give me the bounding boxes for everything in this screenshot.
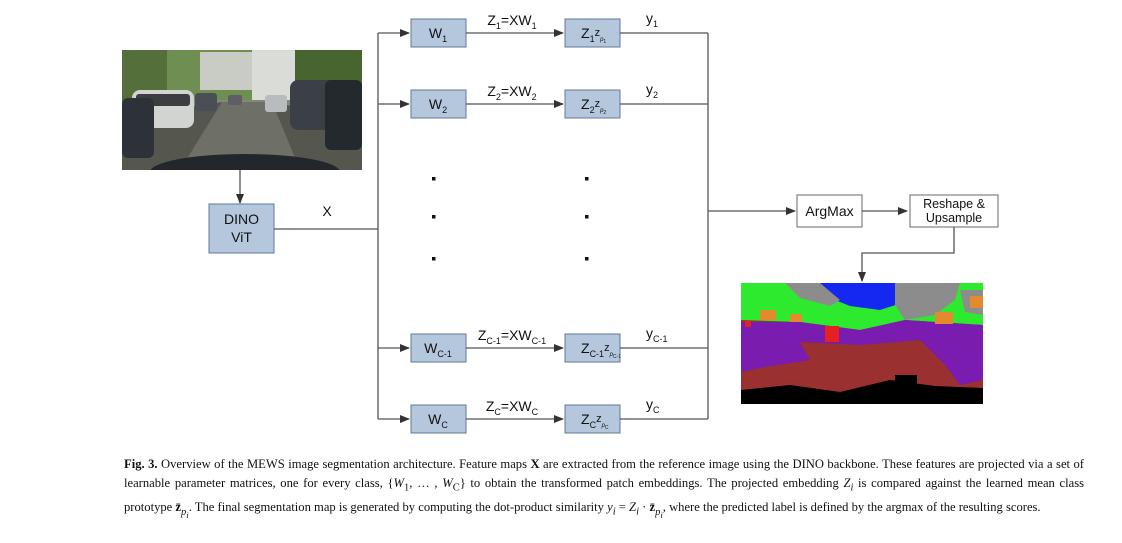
caption-eq-zbar-subsub: i <box>660 509 663 520</box>
projection-equation: ZC-1=XWC-1 <box>478 327 546 346</box>
caption-text: are extracted from the reference image u… <box>124 457 1084 491</box>
caption-eq-y: y <box>607 500 613 515</box>
projection-w-label: W1 <box>429 25 447 44</box>
caption-text: Overview of the MEWS image segmentation … <box>157 457 531 471</box>
similarity-z-label: ZC-1zpC-1 <box>581 340 621 360</box>
caption-eq-zbar-sub: p <box>655 506 661 518</box>
features-x-label: X <box>322 203 332 219</box>
caption-eq-y-sub: i <box>612 506 616 518</box>
caption-eq-zbar: z̄ <box>649 500 656 515</box>
projection-w-label: WC-1 <box>424 340 452 359</box>
figure-label: Fig. 3. <box>124 457 158 471</box>
similarity-z-label: Z1zp1 <box>581 25 606 45</box>
caption-wc: W <box>442 476 453 491</box>
score-y-label: y1 <box>646 10 658 29</box>
caption-text: is compared against the learned mean cla… <box>124 476 1084 515</box>
similarity-z-label: Z2zp2 <box>581 96 606 116</box>
caption-zbar-sub: p <box>181 506 187 518</box>
similarity-z-block <box>564 333 621 363</box>
caption-eq-z-sub: i <box>636 506 639 518</box>
similarity-z-block <box>564 18 621 48</box>
projection-equation: Z1=XW1 <box>487 12 536 31</box>
caption-eq-equals: = <box>615 500 630 515</box>
caption-zi: Z <box>843 476 851 491</box>
similarity-z-block <box>564 404 621 434</box>
caption-argmax: argmax <box>885 500 924 515</box>
dino-label: DINO <box>224 211 259 227</box>
caption-zi-sub: i <box>850 482 854 494</box>
caption-eq-z: Z <box>629 500 637 515</box>
to-segmentation-arrow <box>858 227 955 282</box>
class-branch-row: WC ZC=XWC ZCzpC yC <box>378 396 708 434</box>
projection-w-block <box>410 89 467 119</box>
figure-caption: Fig. 3. Overview of the MEWS image segme… <box>124 455 1084 525</box>
projection-equation: ZC=XWC <box>486 398 539 417</box>
caption-text: } to obtain the transformed patch embedd… <box>459 476 844 491</box>
caption-w1: W <box>393 476 405 491</box>
caption-w1-sub: 1 <box>404 482 410 494</box>
caption-zbar: z̄ <box>175 500 182 515</box>
similarity-z-label: ZCzpC <box>581 411 609 431</box>
ellipsis-dots <box>432 177 589 261</box>
projection-equation: Z2=XW2 <box>487 83 536 102</box>
score-y-label: yC-1 <box>646 325 668 344</box>
score-y-label: y2 <box>646 81 658 100</box>
projection-w-block <box>410 333 467 363</box>
upsample-label: Upsample <box>926 211 982 225</box>
argmax-label: ArgMax <box>805 203 853 219</box>
caption-text: . The final segmentation map is generate… <box>188 500 608 515</box>
input-street-image <box>122 50 362 170</box>
segmentation-map <box>741 283 983 404</box>
reshape-label: Reshape & <box>923 197 986 211</box>
projection-w-block <box>410 404 467 434</box>
caption-text: of the resulting scores. <box>923 500 1041 515</box>
projection-w-label: W2 <box>429 96 447 115</box>
argmax-block <box>796 194 863 228</box>
caption-eq-dot: · <box>638 500 650 515</box>
vit-label: ViT <box>231 229 252 245</box>
caption-wc-sub: C <box>452 482 460 494</box>
caption-x-symbol: X <box>530 457 540 471</box>
score-y-label: yC <box>646 396 660 415</box>
caption-zbar-subsub: i <box>186 509 189 520</box>
caption-dots: , … , <box>409 476 443 491</box>
dino-vit-block <box>208 203 275 254</box>
projection-w-label: WC <box>428 411 448 430</box>
caption-text: , where the predicted label is defined b… <box>662 500 886 515</box>
